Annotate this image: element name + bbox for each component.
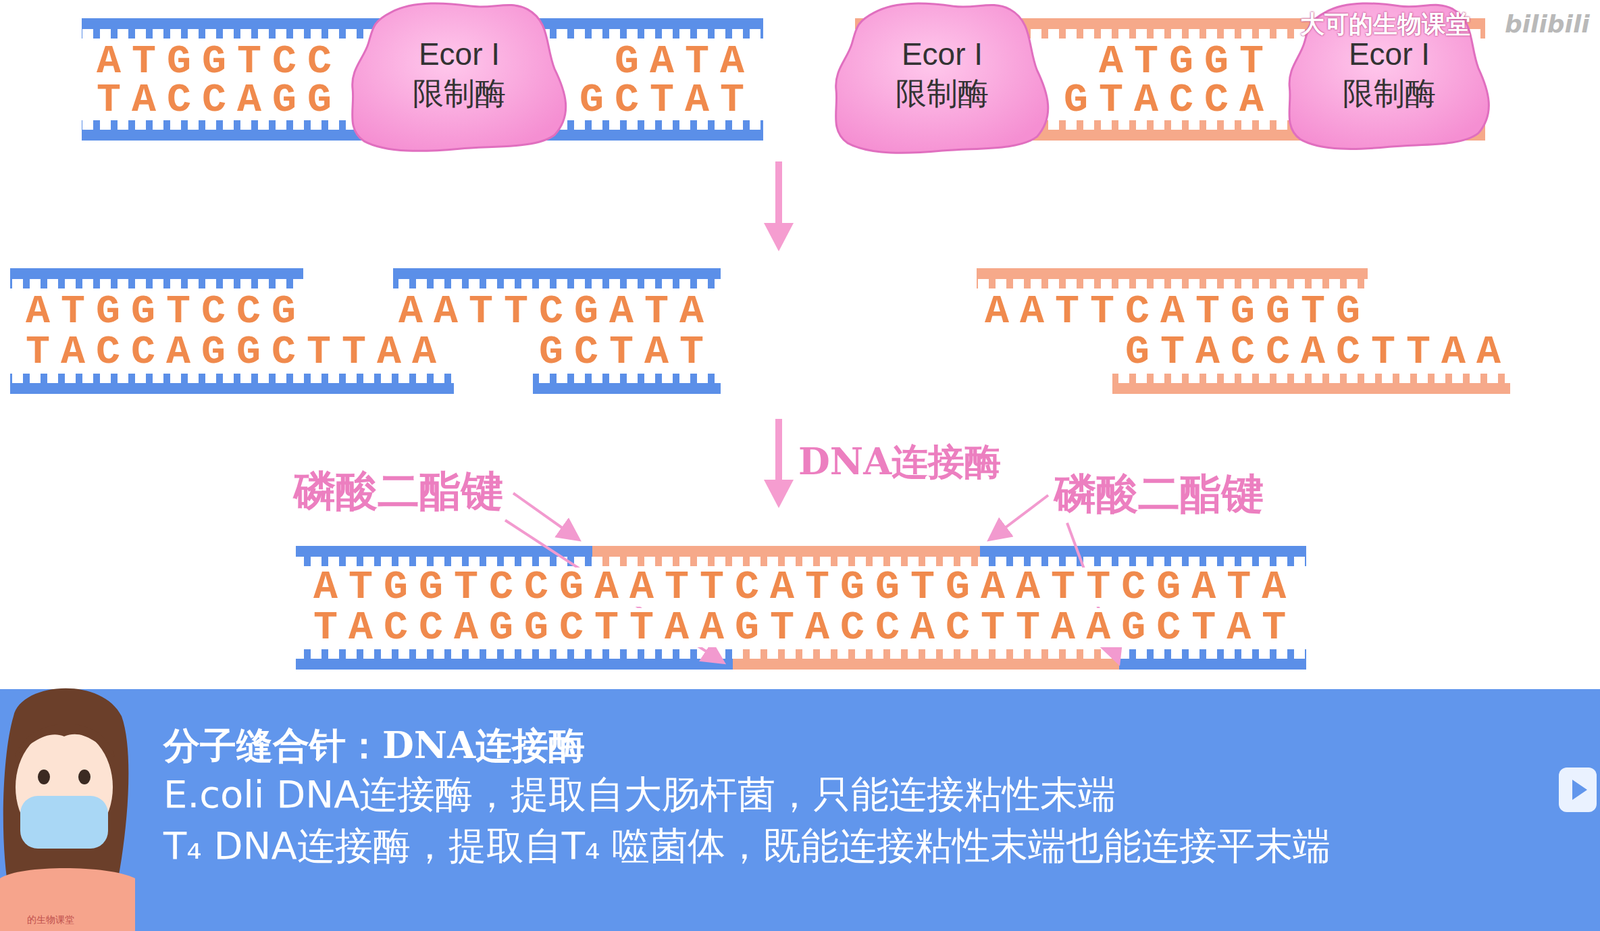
- band-line: T₄ DNA连接酶，提取自T₄ 噬菌体，既能连接粘性末端也能连接平末端: [163, 819, 1331, 872]
- backbone: [592, 545, 980, 557]
- eye: [37, 769, 50, 785]
- watermark: 大可的生物课堂: [1300, 9, 1471, 40]
- play-triangle: [1572, 779, 1588, 800]
- leader-arrow: [990, 495, 1049, 539]
- step-arrow: [763, 161, 794, 252]
- enzyme-name: Ecor I: [418, 35, 500, 75]
- icon-frame: [1558, 767, 1597, 812]
- play-icon: [1557, 761, 1598, 818]
- base-teeth: [532, 373, 721, 383]
- base-teeth: [976, 278, 1368, 289]
- backbone: [1119, 658, 1307, 670]
- backbone: [295, 658, 733, 670]
- base-sequence: ATGGT: [1098, 41, 1275, 82]
- base-teeth: [1112, 373, 1511, 383]
- base-sequence: GTACCACTTAA: [1125, 332, 1512, 372]
- arrow-shaft: [775, 418, 783, 483]
- enzyme-outline: [1289, 3, 1489, 149]
- bond-label: 磷酸二酯键: [293, 466, 504, 516]
- band-line: E.coli DNA连接酶，提取自大肠杆菌，只能连接粘性末端: [163, 768, 1116, 820]
- backbone: [979, 545, 1307, 557]
- base-sequence: AATTCATGGTG: [984, 291, 1372, 331]
- shirt: [0, 867, 136, 931]
- enzyme-name: 限制酶: [1342, 74, 1436, 114]
- base-sequence: GCTAT: [579, 80, 756, 120]
- dna-fragment: [976, 268, 1511, 394]
- base-sequence: GCTAT: [538, 332, 715, 372]
- backbone: [10, 382, 454, 394]
- base-sequence: TACCAGGCTTAA: [25, 332, 448, 372]
- arrow-shaft: [775, 161, 783, 226]
- enzyme-name: 限制酶: [412, 74, 506, 114]
- base-teeth: [393, 278, 721, 289]
- eye: [78, 769, 91, 785]
- girl-avatar: [0, 675, 136, 931]
- arrow-head: [763, 479, 794, 508]
- base-sequence: ATGGTCC: [96, 41, 343, 82]
- enzyme-blob: Ecor I限制酶: [829, 0, 1055, 156]
- base-teeth: [732, 649, 1120, 659]
- info-band: 分子缝合针：DNA连接酶E.coli DNA连接酶，提取自大肠杆菌，只能连接粘性…: [0, 688, 1600, 931]
- mask: [20, 795, 109, 849]
- base-teeth: [10, 278, 304, 289]
- watermark: 的生物课堂: [27, 913, 75, 926]
- base-teeth: [295, 556, 593, 566]
- logo-text: bilibili: [1504, 9, 1590, 40]
- dna-fragment: [10, 268, 454, 394]
- base-sequence: TACCAGGCTTAAGTACCACTTAAGCTAT: [313, 607, 1297, 648]
- base-sequence: GATA: [614, 41, 756, 82]
- arrow-head: [763, 222, 794, 252]
- backbone: [976, 268, 1368, 279]
- base-sequence: AATTCGATA: [398, 291, 715, 331]
- enzyme-label: DNA连接酶: [798, 437, 1001, 485]
- enzyme-outline: [352, 3, 566, 151]
- backbone: [532, 382, 721, 394]
- bond-label: 磷酸二酯键: [1054, 468, 1264, 519]
- enzyme-blob: Ecor I限制酶: [345, 0, 573, 154]
- band-heading: 分子缝合针：DNA连接酶: [163, 721, 585, 769]
- base-teeth: [979, 556, 1307, 566]
- backbone: [1112, 382, 1511, 394]
- backbone: [10, 268, 304, 279]
- base-sequence: TACCAGG: [96, 80, 343, 120]
- base-teeth: [1119, 649, 1307, 659]
- base-sequence: ATGGTCCG: [25, 291, 307, 331]
- base-teeth: [592, 556, 980, 566]
- enzyme-name: 限制酶: [895, 74, 989, 114]
- backbone: [732, 658, 1120, 670]
- base-sequence: ATGGTCCGAATTCATGGTGAATTCGATA: [313, 567, 1297, 607]
- bangs: [14, 723, 115, 757]
- hair: [3, 688, 129, 879]
- backbone: [393, 268, 721, 279]
- enzyme-name: Ecor I: [901, 35, 983, 75]
- base-teeth: [10, 373, 454, 383]
- base-sequence: GTACCA: [1063, 80, 1275, 120]
- step-arrow: [763, 418, 794, 508]
- dna-fragment: [393, 268, 721, 394]
- enzyme-outline: [836, 3, 1049, 153]
- recombinant-dna: [295, 545, 1307, 670]
- base-teeth: [295, 649, 733, 659]
- enzyme-name: Ecor I: [1348, 35, 1430, 75]
